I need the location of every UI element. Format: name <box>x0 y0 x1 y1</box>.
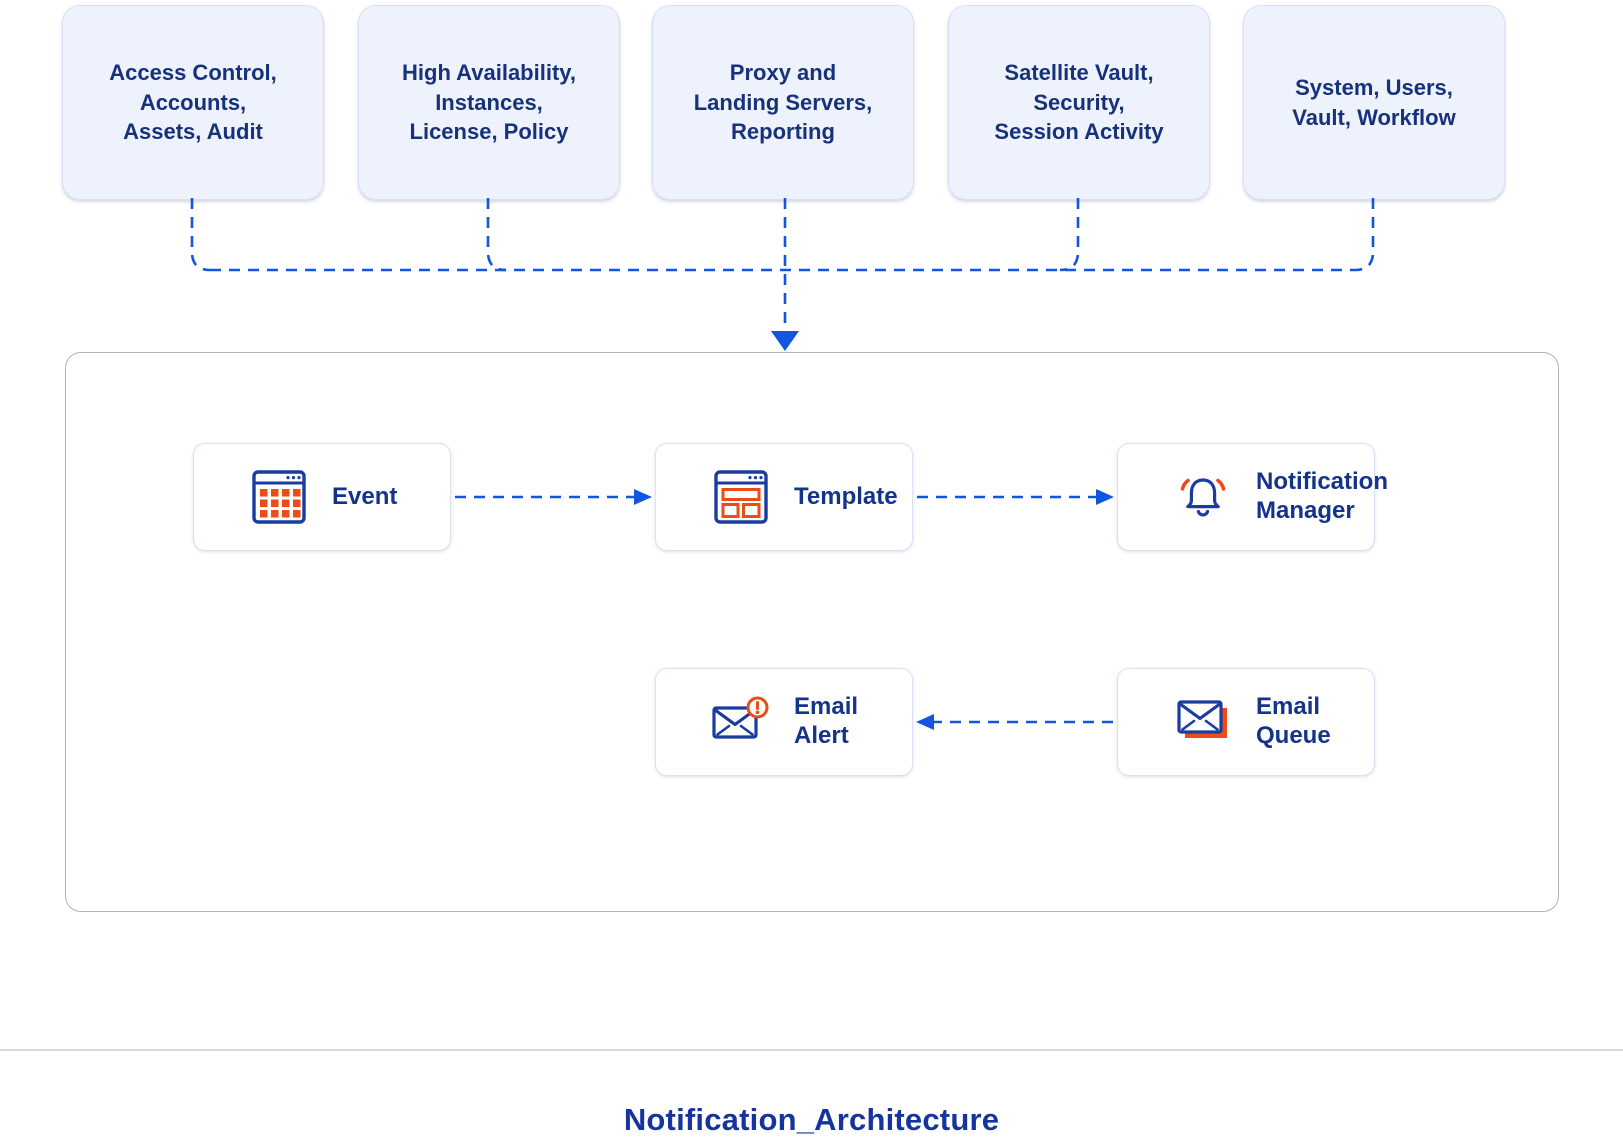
module-box-access-control: Access Control, Accounts, Assets, Audit <box>62 5 324 200</box>
node-event: Event <box>193 443 451 551</box>
module-box-system-users: System, Users, Vault, Workflow <box>1243 5 1505 200</box>
connector-stub-high-availability <box>486 198 507 272</box>
connector-stub-access-control <box>190 198 211 272</box>
event-grid-icon <box>250 468 308 526</box>
template-layout-icon <box>712 468 770 526</box>
module-box-satellite-vault: Satellite Vault, Security, Session Activ… <box>948 5 1210 200</box>
node-notification-manager: Notification Manager <box>1117 443 1388 551</box>
node-template: Template <box>655 443 913 551</box>
module-box-high-availability: High Availability, Instances, License, P… <box>358 5 620 200</box>
node-label: Notification Manager <box>1256 468 1388 524</box>
node-label: Email Alert <box>794 693 859 749</box>
connector-stub-satellite-vault <box>1059 198 1080 272</box>
main-container <box>65 352 1559 912</box>
email-alert-icon <box>712 693 770 751</box>
connector-stub-system-users <box>1354 198 1375 272</box>
node-email-alert: Email Alert <box>655 668 913 776</box>
arrowhead-into-container <box>771 331 799 351</box>
node-label: Event <box>332 482 398 510</box>
diagram-title: Notification_Architecture <box>623 1102 1000 1137</box>
node-label: Template <box>794 482 898 510</box>
node-email-queue: Email Queue <box>1117 668 1375 776</box>
email-queue-icon <box>1174 693 1232 751</box>
footer-divider <box>0 1049 1623 1051</box>
node-label: Email Queue <box>1256 693 1331 749</box>
module-box-proxy: Proxy and Landing Servers, Reporting <box>652 5 914 200</box>
notification-bell-icon <box>1174 468 1232 526</box>
